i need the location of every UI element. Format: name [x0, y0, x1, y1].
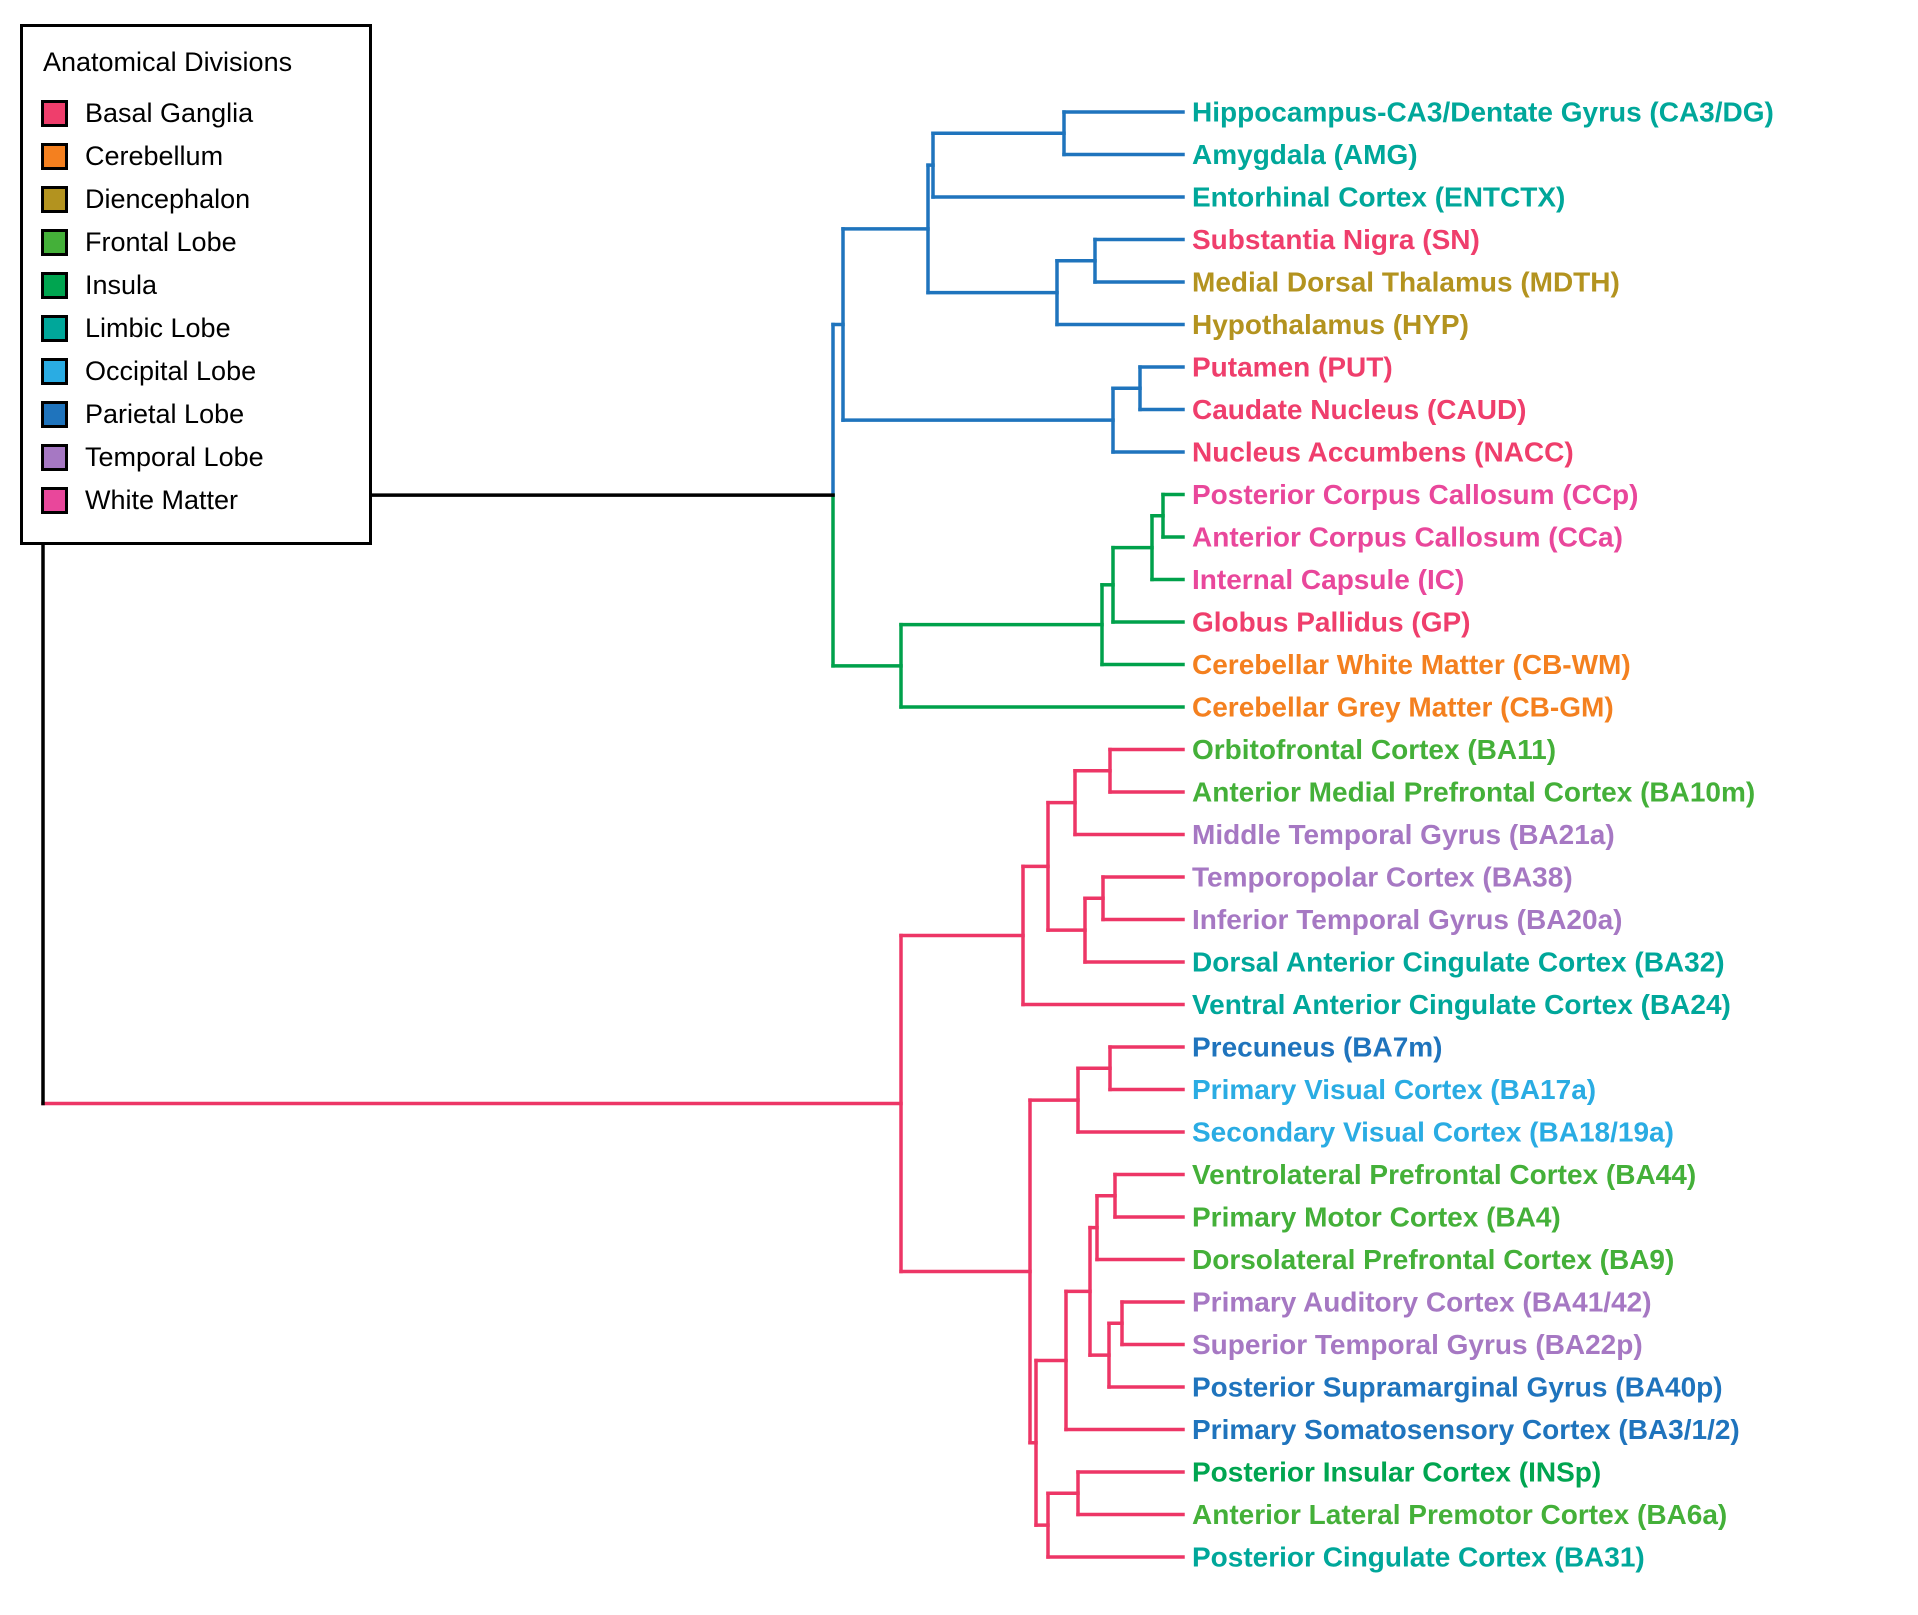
leaf-label: Medial Dorsal Thalamus (MDTH) [1192, 267, 1620, 298]
leaf-label: Dorsolateral Prefrontal Cortex (BA9) [1192, 1244, 1674, 1275]
legend-item-frontal: Frontal Lobe [41, 221, 351, 264]
legend-item-label: Insula [85, 270, 158, 300]
legend-item-diencephalon: Diencephalon [41, 178, 351, 221]
legend-swatch-occipital-icon [41, 358, 68, 385]
leaf-label: Ventrolateral Prefrontal Cortex (BA44) [1192, 1159, 1696, 1190]
leaf-label: Anterior Corpus Callosum (CCa) [1192, 522, 1623, 553]
leaf-label: Orbitofrontal Cortex (BA11) [1192, 734, 1556, 765]
legend-item-label: Basal Ganglia [85, 98, 254, 128]
legend-item-basal_ganglia: Basal Ganglia [41, 92, 351, 135]
leaf-label: Caudate Nucleus (CAUD) [1192, 394, 1526, 425]
leaf-label: Anterior Medial Prefrontal Cortex (BA10m… [1192, 777, 1755, 808]
leaf-label: Posterior Supramarginal Gyrus (BA40p) [1192, 1372, 1723, 1403]
leaf-label: Ventral Anterior Cingulate Cortex (BA24) [1192, 989, 1731, 1020]
leaf-label: Substantia Nigra (SN) [1192, 224, 1480, 255]
leaf-label: Primary Auditory Cortex (BA41/42) [1192, 1287, 1652, 1318]
legend-swatch-parietal-icon [41, 401, 68, 428]
leaf-label: Entorhinal Cortex (ENTCTX) [1192, 182, 1565, 213]
leaf-label: Cerebellar White Matter (CB-WM) [1192, 649, 1631, 680]
legend-item-label: Diencephalon [85, 184, 251, 214]
legend-swatch-cerebellum-icon [41, 143, 68, 170]
leaf-label: Hippocampus-CA3/Dentate Gyrus (CA3/DG) [1192, 97, 1774, 128]
legend-swatch-white_matter-icon [41, 487, 68, 514]
legend-swatch-basal_ganglia-icon [41, 100, 68, 127]
leaf-label: Putamen (PUT) [1192, 352, 1393, 383]
leaf-label: Temporopolar Cortex (BA38) [1192, 862, 1573, 893]
leaf-label: Precuneus (BA7m) [1192, 1032, 1443, 1063]
legend-item-label: Frontal Lobe [85, 227, 237, 257]
legend-item-temporal: Temporal Lobe [41, 436, 351, 479]
legend-swatch-diencephalon-icon [41, 186, 68, 213]
leaf-label: Posterior Insular Cortex (INSp) [1192, 1457, 1601, 1488]
leaf-label: Nucleus Accumbens (NACC) [1192, 437, 1574, 468]
legend-item-label: Occipital Lobe [85, 356, 257, 386]
leaf-label: Primary Somatosensory Cortex (BA3/1/2) [1192, 1414, 1740, 1445]
leaf-label: Anterior Lateral Premotor Cortex (BA6a) [1192, 1499, 1727, 1530]
legend-item-cerebellum: Cerebellum [41, 135, 351, 178]
leaf-label: Primary Motor Cortex (BA4) [1192, 1202, 1561, 1233]
legend-item-label: Temporal Lobe [85, 442, 264, 472]
legend-item-label: Cerebellum [85, 141, 224, 171]
legend-item-label: White Matter [85, 485, 239, 515]
leaf-label: Dorsal Anterior Cingulate Cortex (BA32) [1192, 947, 1725, 978]
legend-item-parietal: Parietal Lobe [41, 393, 351, 436]
leaf-label: Amygdala (AMG) [1192, 139, 1418, 170]
legend-title: Anatomical Divisions [43, 47, 293, 77]
legend-swatch-temporal-icon [41, 444, 68, 471]
leaf-label: Globus Pallidus (GP) [1192, 607, 1470, 638]
legend-swatch-limbic-icon [41, 315, 68, 342]
leaf-label: Posterior Corpus Callosum (CCp) [1192, 479, 1638, 510]
leaf-label: Internal Capsule (IC) [1192, 564, 1464, 595]
legend-item-label: Parietal Lobe [85, 399, 245, 429]
leaf-label: Cerebellar Grey Matter (CB-GM) [1192, 692, 1614, 723]
leaf-label: Hypothalamus (HYP) [1192, 309, 1469, 340]
legend-item-label: Limbic Lobe [85, 313, 231, 343]
legend-swatch-insula-icon [41, 272, 68, 299]
leaf-label: Inferior Temporal Gyrus (BA20a) [1192, 904, 1622, 935]
legend-swatch-frontal-icon [41, 229, 68, 256]
legend-item-occipital: Occipital Lobe [41, 350, 351, 393]
leaf-label: Superior Temporal Gyrus (BA22p) [1192, 1329, 1643, 1360]
leaf-label: Middle Temporal Gyrus (BA21a) [1192, 819, 1615, 850]
leaf-label: Secondary Visual Cortex (BA18/19a) [1192, 1117, 1674, 1148]
legend-item-limbic: Limbic Lobe [41, 307, 351, 350]
legend-item-insula: Insula [41, 264, 351, 307]
legend-item-white_matter: White Matter [41, 479, 351, 522]
leaf-label: Primary Visual Cortex (BA17a) [1192, 1074, 1596, 1105]
leaf-label: Posterior Cingulate Cortex (BA31) [1192, 1542, 1645, 1573]
